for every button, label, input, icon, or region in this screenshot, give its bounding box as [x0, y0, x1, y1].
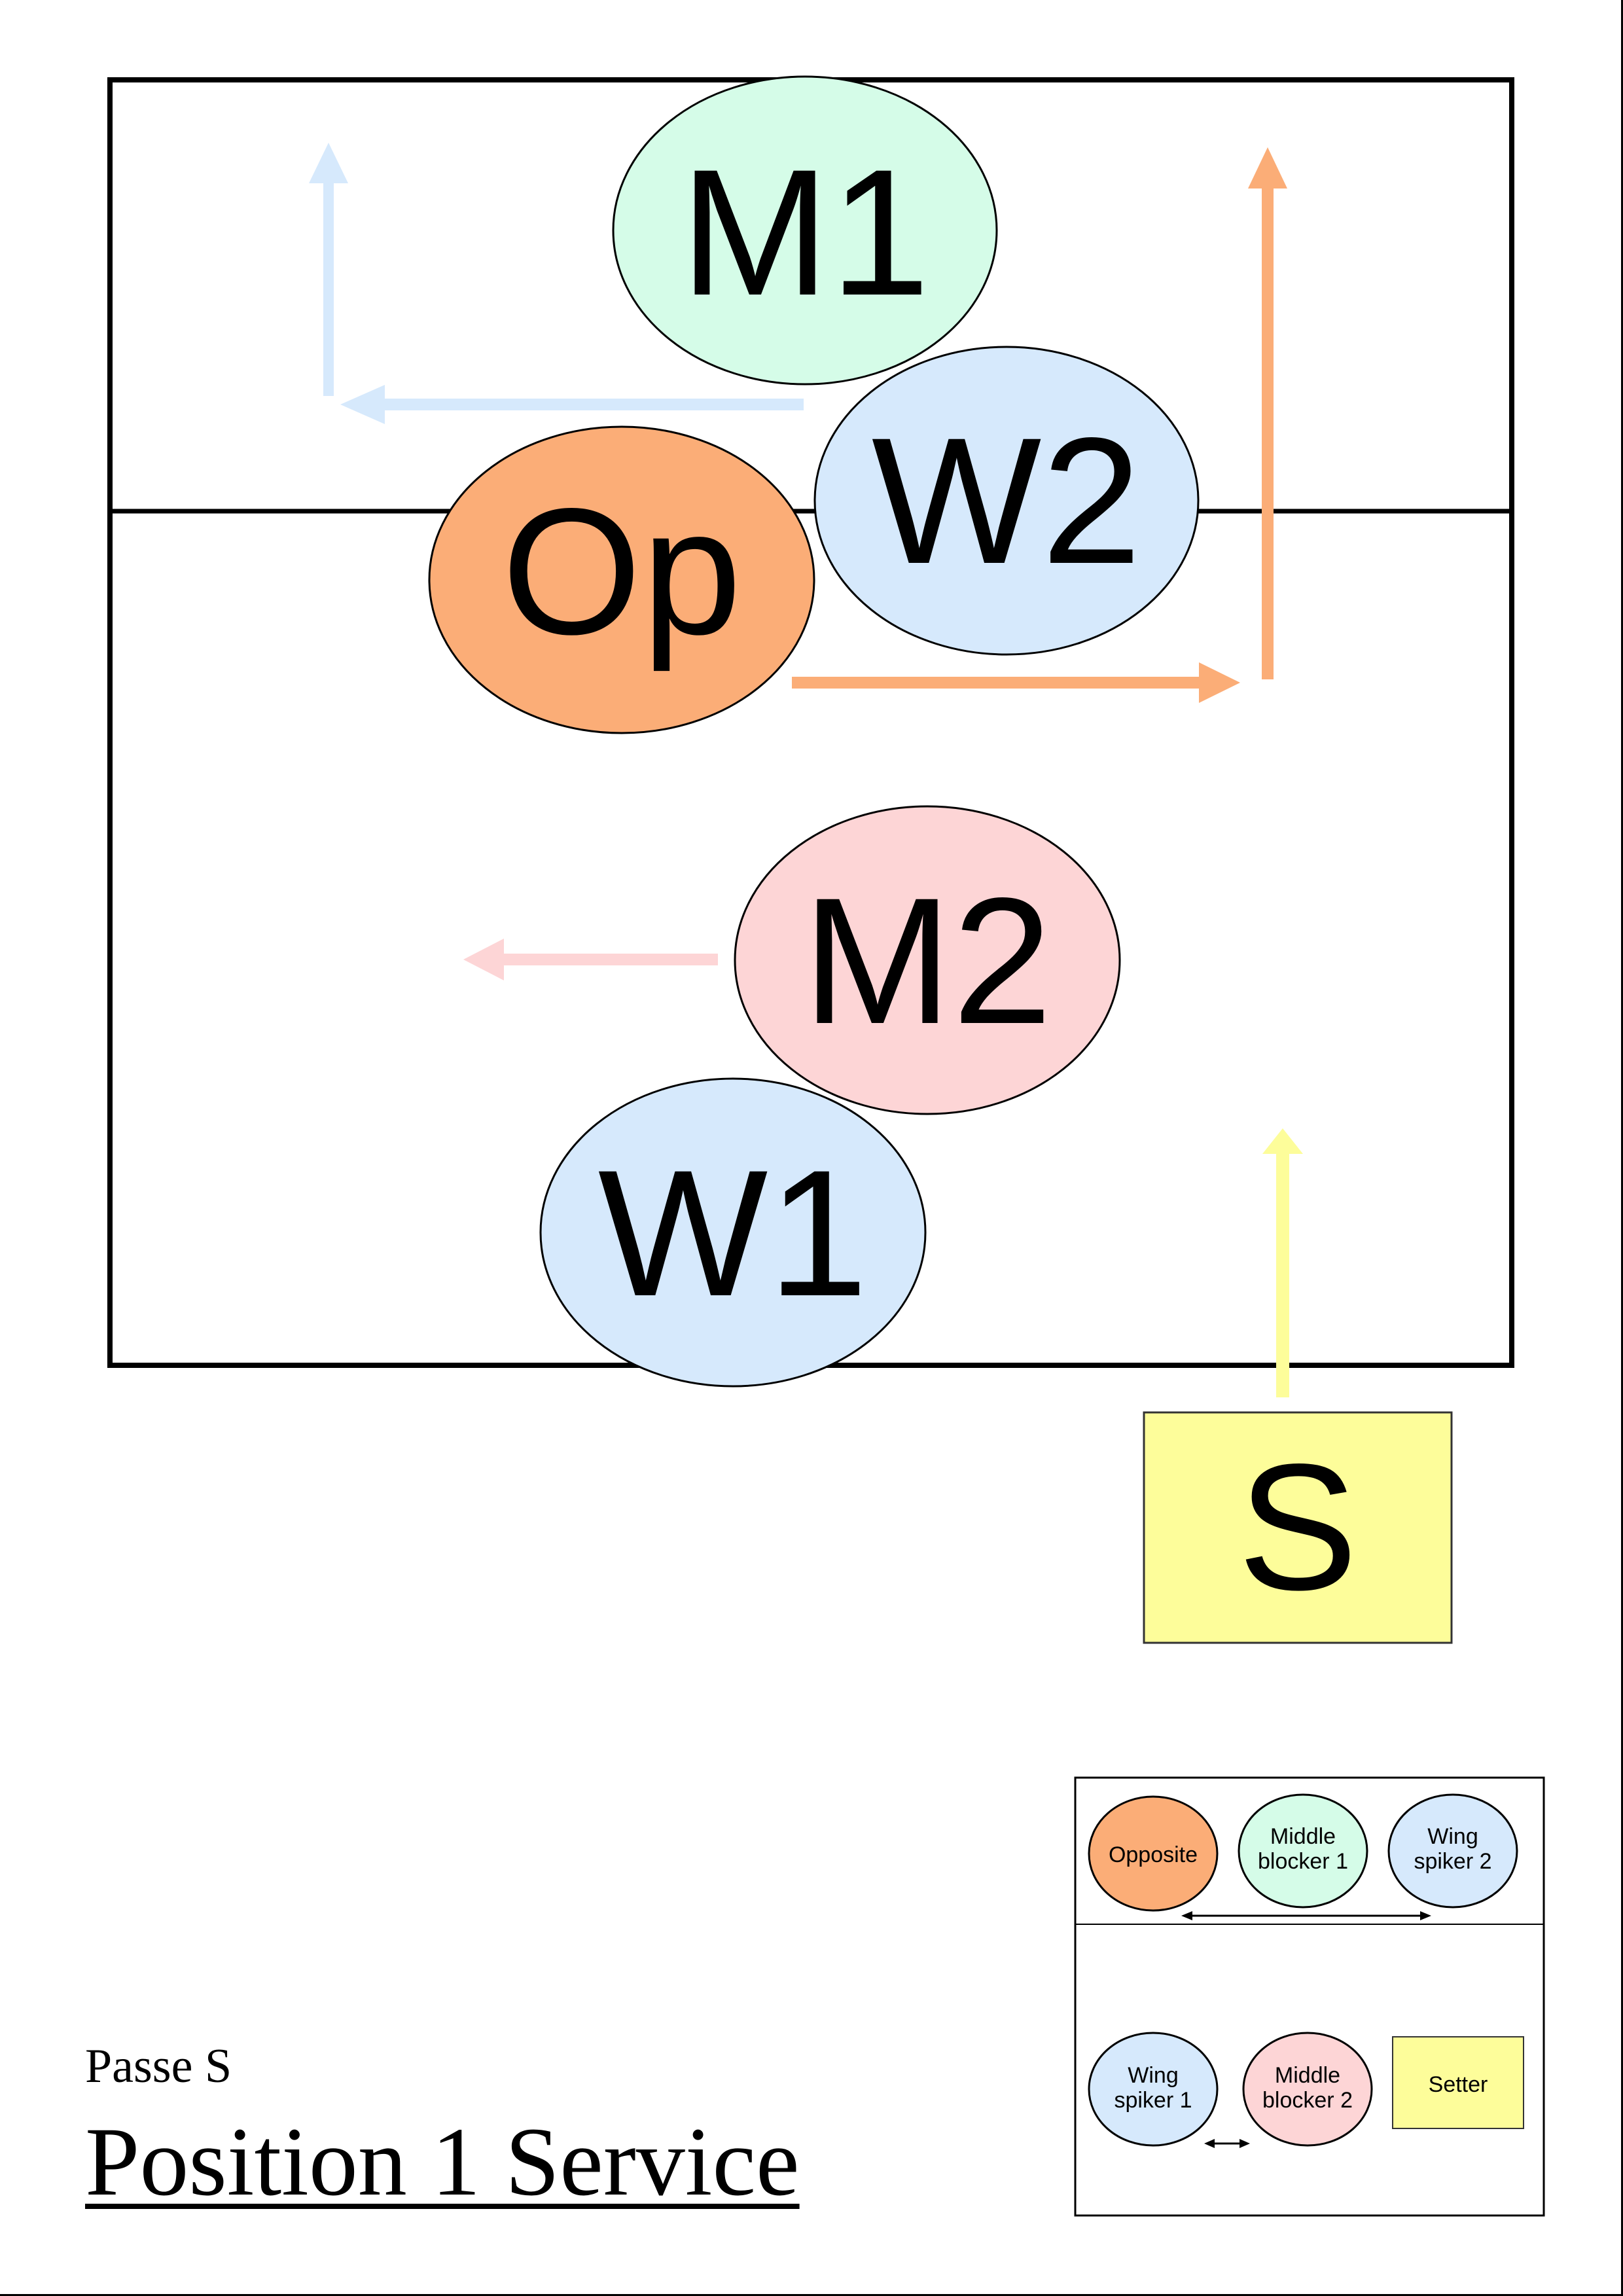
arrow-m2-shaft	[501, 954, 718, 965]
arrow-w2-movement	[309, 143, 804, 424]
player-op-label: Op	[502, 471, 742, 673]
legend-label-ws1-line2: spiker 1	[1114, 2088, 1192, 2113]
legend-item-middle-blocker-1: Middle blocker 1	[1238, 1793, 1368, 1909]
legend-label-mb2-line1: Middle	[1275, 2063, 1340, 2088]
arrow-op-head-right	[1199, 662, 1240, 703]
player-m2-label: M2	[802, 861, 1052, 1062]
legend-item-setter: Setter	[1392, 2036, 1524, 2129]
player-w1: W1	[539, 1077, 927, 1388]
player-m1: M1	[612, 75, 998, 386]
legend-label-mb2-line2: blocker 2	[1262, 2088, 1353, 2113]
player-s-label: S	[1238, 1427, 1357, 1628]
arrow-s-head-up	[1262, 1128, 1303, 1154]
legend-item-middle-blocker-2: Middle blocker 2	[1242, 2032, 1373, 2147]
arrow-m2-movement	[463, 939, 718, 980]
player-w1-label: W1	[598, 1133, 868, 1334]
legend-label-ws1-line1: Wing	[1128, 2063, 1178, 2088]
player-w2-label: W2	[872, 401, 1142, 601]
player-op: Op	[428, 425, 815, 734]
legend-label-ws2-line1: Wing	[1427, 1824, 1478, 1849]
player-s: S	[1143, 1411, 1453, 1644]
arrow-w2-shaft-horizontal	[366, 399, 804, 410]
arrow-m2-head-left	[463, 939, 504, 980]
player-m2: M2	[734, 805, 1121, 1115]
diagram-title: Position 1 Service	[85, 2108, 800, 2216]
legend-label-ws2-line2: spiker 2	[1414, 1849, 1491, 1874]
arrow-w2-shaft-vertical	[323, 171, 334, 396]
player-w2: W2	[813, 346, 1200, 656]
arrow-op-shaft-horizontal	[792, 677, 1211, 689]
legend-item-wing-spiker-2: Wing spiker 2	[1387, 1793, 1518, 1909]
arrow-w2-head-up	[309, 143, 348, 183]
arrow-s-shaft	[1276, 1153, 1289, 1397]
legend-label-opposite: Opposite	[1109, 1842, 1198, 1867]
diagram-subtitle: Passe S	[85, 2039, 232, 2093]
legend-item-opposite: Opposite	[1088, 1795, 1219, 1912]
arrow-op-movement	[792, 147, 1287, 703]
arrow-w2-head-left	[340, 385, 385, 424]
legend: Opposite Middle blocker 1 Wing spiker 2 …	[1074, 1776, 1545, 2217]
legend-back-swap-arrow	[1204, 2139, 1250, 2148]
player-m1-label: M1	[680, 132, 930, 333]
legend-label-mb1-line1: Middle	[1270, 1824, 1336, 1849]
arrow-s-movement	[1262, 1128, 1303, 1397]
legend-front-swap-arrow	[1181, 1911, 1431, 1920]
arrow-op-shaft-vertical	[1262, 180, 1274, 679]
legend-item-wing-spiker-1: Wing spiker 1	[1088, 2032, 1219, 2147]
legend-label-mb1-line2: blocker 1	[1258, 1849, 1348, 1874]
arrow-op-head-up	[1248, 147, 1287, 188]
legend-label-setter: Setter	[1429, 2072, 1488, 2097]
